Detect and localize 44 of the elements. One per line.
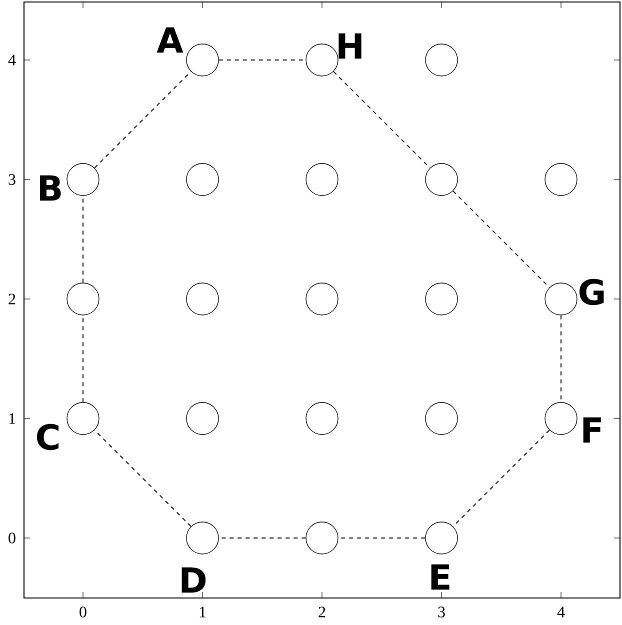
point-circle: [544, 282, 578, 316]
letter-label: E: [431, 564, 450, 590]
point-circle: [306, 282, 338, 316]
tick-label: 3: [8, 174, 16, 185]
point-circle: [425, 44, 458, 76]
tick-label: 2: [318, 606, 326, 618]
point-circle: [425, 163, 458, 196]
point-circle: [66, 282, 100, 316]
letter-label: H: [338, 33, 362, 59]
point-circle: [186, 44, 219, 76]
point-circle: [306, 44, 338, 76]
point-circle: [186, 522, 219, 554]
tick-label: 1: [200, 606, 206, 618]
tick-label: 2: [8, 294, 16, 304]
point-circle: [66, 402, 100, 435]
point-circle: [425, 522, 458, 554]
point-circle: [306, 402, 338, 435]
point-circle: [425, 402, 458, 435]
point-circle: [66, 163, 100, 196]
point-circle: [425, 282, 458, 316]
dashed-line: [452, 190, 550, 288]
point-circle: [186, 163, 219, 196]
tick-label: 0: [80, 606, 86, 618]
tick-label: 0: [8, 532, 16, 544]
point-circle: [306, 163, 338, 196]
dashed-line: [452, 430, 550, 527]
dashed-line: [94, 71, 192, 168]
point-circle: [544, 402, 578, 435]
letter-label: A: [156, 27, 184, 53]
dashed-line: [333, 71, 430, 168]
tick-label: 1: [9, 413, 16, 424]
letter-label: C: [37, 424, 58, 450]
dashed-line: [94, 430, 192, 527]
point-circle: [306, 522, 338, 554]
point-circle: [544, 163, 578, 196]
tick-label: 4: [8, 54, 16, 66]
letter-label: F: [583, 417, 601, 443]
point-circle: [186, 282, 219, 316]
letter-label: G: [580, 278, 604, 306]
letter-label: B: [40, 175, 61, 201]
tick-label: 4: [557, 606, 565, 618]
point-circle: [186, 402, 219, 435]
letter-label: D: [182, 567, 206, 593]
tick-label: 3: [438, 606, 445, 618]
